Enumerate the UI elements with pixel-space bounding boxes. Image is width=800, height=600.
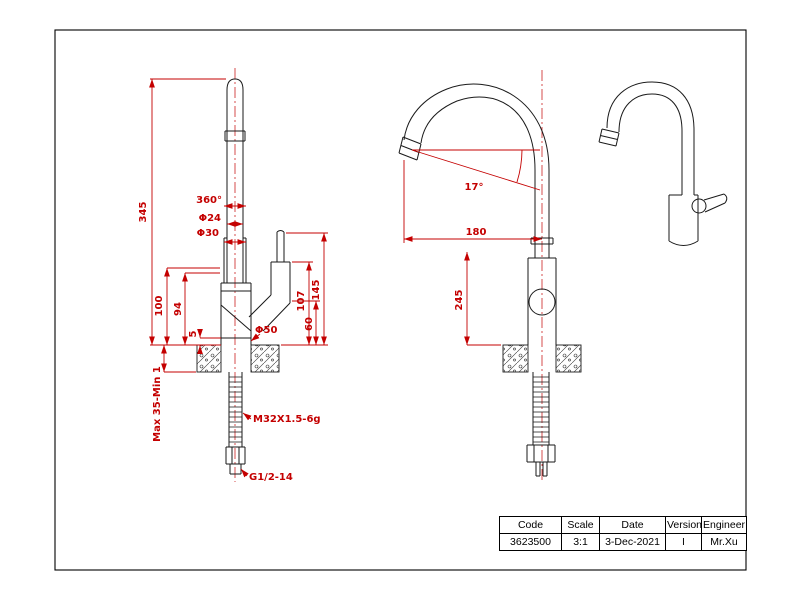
handle-grip xyxy=(248,261,291,332)
dim-neck-dia: Φ30 xyxy=(197,228,219,239)
tb-value-scale: 3:1 xyxy=(561,533,600,551)
dim-swivel-angle: 360° xyxy=(196,195,222,206)
angle-arc xyxy=(516,149,523,183)
dim-base-dia: Φ50 xyxy=(255,325,277,336)
spout-tip xyxy=(398,136,422,161)
dim-deck-thickness: Max 35-Min 1 xyxy=(152,366,163,442)
spout-tip xyxy=(598,128,620,147)
countertop-section xyxy=(250,344,280,373)
shank-outline xyxy=(228,372,243,447)
leader-phi50 xyxy=(250,333,261,342)
spout-outer xyxy=(403,83,550,171)
side-view: 345 100 94 5 360° Φ24 Φ30 107 145 60 Φ50… xyxy=(138,68,328,483)
dim-spout-dia: Φ24 xyxy=(199,213,221,224)
tb-value-engineer: Mr.Xu xyxy=(701,533,747,551)
perspective-view xyxy=(598,81,728,246)
dim-base-step: 5 xyxy=(188,330,199,337)
title-block-header-row: Code Scale Date Version Engineer xyxy=(499,516,747,534)
neck-step xyxy=(223,237,247,283)
tb-header-code: Code xyxy=(499,516,562,534)
tb-value-code: 3623500 xyxy=(499,533,562,551)
dim-body-top-height: 60 xyxy=(304,317,315,331)
swivel-ring xyxy=(530,237,554,245)
front-view: 17° 180 245 xyxy=(398,70,582,482)
leader-shank-thread xyxy=(242,412,252,421)
tb-value-date: 3-Dec-2021 xyxy=(599,533,666,551)
title-block: Code Scale Date Version Engineer 3623500… xyxy=(499,516,747,551)
dim-hose-thread: G1/2-14 xyxy=(249,472,293,483)
handle-lever xyxy=(703,193,728,213)
countertop-section xyxy=(555,344,582,373)
handle-rod xyxy=(276,230,285,262)
body-outline xyxy=(527,257,557,345)
mounting-nut xyxy=(526,444,556,477)
dim-handle-top-height: 145 xyxy=(311,280,322,301)
tb-header-date: Date xyxy=(599,516,666,534)
spout-outline xyxy=(226,78,244,283)
tb-header-engineer: Engineer xyxy=(701,516,747,534)
shank-threads xyxy=(533,376,549,443)
tb-header-version: Version xyxy=(665,516,702,534)
spout-outer xyxy=(606,81,695,195)
dim-body-height-outer: 100 xyxy=(154,296,165,317)
body-outline xyxy=(220,282,252,345)
handle-joint xyxy=(691,198,707,214)
dim-grip-height: 107 xyxy=(296,291,307,312)
dim-outlet-angle: 17° xyxy=(465,182,484,193)
countertop-section xyxy=(196,344,222,373)
title-block-value-row: 3623500 3:1 3-Dec-2021 I Mr.Xu xyxy=(499,533,747,551)
spout-inner xyxy=(420,96,536,171)
ext-lines xyxy=(281,232,328,346)
dim-spout-height: 245 xyxy=(454,290,465,311)
leader-hose-thread xyxy=(240,468,249,478)
aerator-ring xyxy=(224,130,246,142)
body-outline xyxy=(668,194,699,246)
shank-outline xyxy=(532,372,550,445)
dim-shank-thread: M32X1.5-6g xyxy=(253,414,321,425)
tb-value-version: I xyxy=(665,533,702,551)
shank-threads xyxy=(229,376,242,443)
countertop-section xyxy=(502,344,529,373)
sheet-border xyxy=(54,29,747,571)
dim-body-height-inner: 94 xyxy=(173,302,184,316)
angle-construction-lines xyxy=(411,149,541,191)
spout-inner xyxy=(618,93,683,195)
dim-total-height: 345 xyxy=(138,202,149,223)
tb-header-scale: Scale xyxy=(561,516,600,534)
dim-spout-reach: 180 xyxy=(466,227,487,238)
cartridge-circle xyxy=(528,288,556,316)
riser xyxy=(534,170,550,258)
